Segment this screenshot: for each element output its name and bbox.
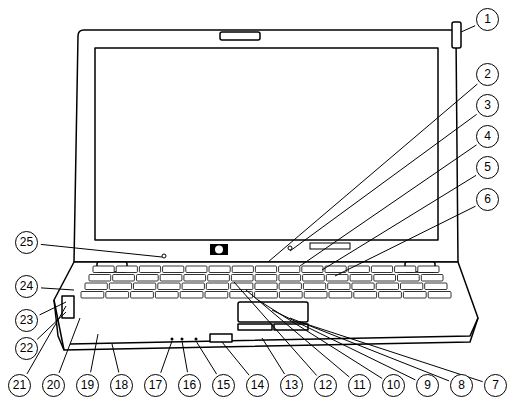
leader-line	[290, 318, 449, 381]
leader-line	[335, 206, 476, 276]
leader-line	[272, 310, 415, 380]
callout-number: 15	[212, 374, 235, 397]
callout-number: 17	[144, 374, 167, 397]
base	[54, 262, 478, 350]
leader-line	[246, 290, 349, 377]
leader-line	[300, 322, 483, 382]
touchpad	[238, 302, 308, 322]
callout-number: 11	[348, 374, 371, 397]
lid-switch	[452, 22, 461, 48]
callout-number: 13	[280, 374, 303, 397]
callout-number: 5	[476, 156, 499, 179]
latch	[210, 334, 232, 342]
callout-number: 1	[476, 8, 499, 31]
callout-number: 7	[484, 374, 507, 397]
callout-number: 3	[476, 94, 499, 117]
leader-line	[41, 244, 162, 257]
lid	[74, 30, 458, 262]
screen	[95, 48, 438, 240]
callout-number: 20	[42, 374, 65, 397]
callout-number: 25	[15, 231, 38, 254]
callout-number: 14	[246, 374, 269, 397]
leader-line	[222, 342, 249, 375]
keyboard	[81, 266, 451, 298]
leader-line	[258, 300, 382, 379]
callout-number: 21	[8, 374, 31, 397]
callout-number: 8	[450, 374, 473, 397]
callout-number: 24	[15, 275, 38, 298]
callout-number: 16	[178, 374, 201, 397]
touchpad-button	[238, 324, 272, 330]
leader-line	[461, 26, 475, 32]
leader-line	[300, 145, 477, 266]
leader-line	[40, 302, 66, 315]
leader-line	[37, 312, 66, 339]
callout-number: 12	[314, 374, 337, 397]
leader-line	[112, 344, 119, 372]
leader-line	[41, 288, 74, 290]
callout-number: 19	[76, 374, 99, 397]
latch	[220, 32, 260, 40]
leader-line	[196, 341, 217, 374]
callout-number: 22	[15, 337, 38, 360]
callout-number: 9	[416, 374, 439, 397]
callout-number: 2	[476, 63, 499, 86]
leader-line	[234, 282, 317, 376]
leader-line	[161, 341, 172, 373]
leader-line	[59, 318, 80, 373]
leader-line	[322, 175, 476, 270]
callout-number: 10	[382, 374, 405, 397]
callout-number: 4	[476, 125, 499, 148]
logo	[210, 244, 228, 255]
leader-line	[290, 114, 477, 251]
leader-line	[262, 338, 285, 374]
callout-number: 23	[15, 309, 38, 332]
leader-line	[268, 84, 477, 262]
leader-line	[91, 334, 98, 372]
leader-line	[182, 341, 188, 372]
callout-number: 18	[110, 374, 133, 397]
callout-number: 6	[476, 188, 499, 211]
